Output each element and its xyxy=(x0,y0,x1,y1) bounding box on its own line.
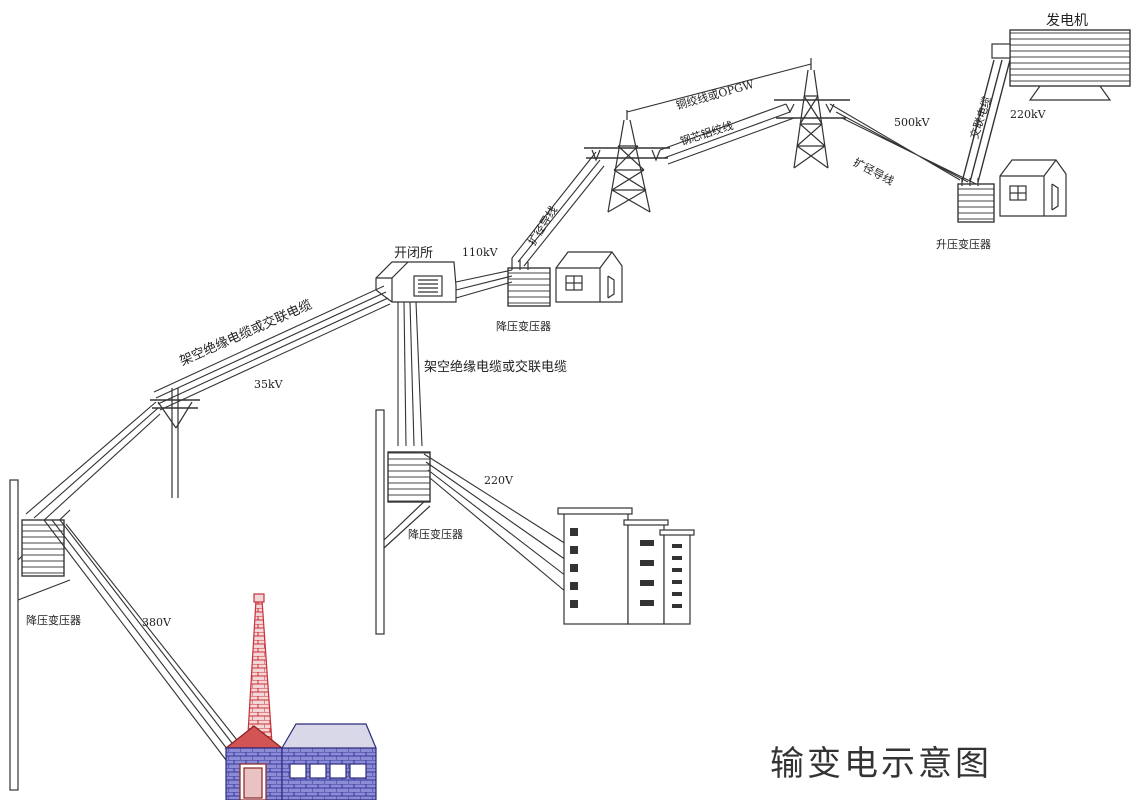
step-up-transformer xyxy=(957,178,995,223)
aerial-cable-left xyxy=(153,285,391,411)
step-down-transformer-left xyxy=(21,519,65,577)
lines-right xyxy=(829,103,977,185)
lines-110kv xyxy=(455,269,513,299)
label-step-down-transformer-center: 降压变压器 xyxy=(408,528,463,541)
switching-station xyxy=(375,261,457,303)
label-35kv: 35kV xyxy=(254,378,283,391)
diagram-title: 输变电示意图 xyxy=(770,744,992,784)
lines-220v xyxy=(423,453,567,593)
lines-380v xyxy=(43,519,249,761)
aerial-cable-mid xyxy=(397,301,423,447)
lines-35kv xyxy=(25,401,161,523)
step-down-transformer-mid xyxy=(507,258,551,307)
acsr-wire xyxy=(659,103,795,165)
label-switching-station: 开闭所 xyxy=(394,246,434,261)
factory xyxy=(224,593,377,800)
label-380v: 380V xyxy=(142,616,171,629)
label-aerial-cable-mid: 架空绝缘电缆或交联电缆 xyxy=(424,360,568,375)
label-220kv: 220kV xyxy=(1010,108,1046,121)
label-generator: 发电机 xyxy=(1046,13,1088,29)
label-500kv: 500kV xyxy=(894,116,930,129)
label-step-down-transformer-left: 降压变压器 xyxy=(26,614,81,627)
label-110kv: 110kV xyxy=(462,246,498,259)
pole-center xyxy=(375,409,431,635)
generator-cable xyxy=(961,59,1011,183)
pole-middle xyxy=(150,388,200,498)
step-down-transformer-center xyxy=(387,451,431,503)
tower-right xyxy=(774,58,850,169)
tower-left xyxy=(584,110,670,213)
house-mid xyxy=(555,251,623,303)
apartment-building xyxy=(557,507,695,625)
label-step-up-transformer: 升压变压器 xyxy=(936,238,991,251)
house-stepup xyxy=(999,159,1067,217)
generator xyxy=(991,29,1131,101)
label-220v: 220V xyxy=(484,474,513,487)
lines-left xyxy=(511,151,605,267)
label-step-down-transformer-mid: 降压变压器 xyxy=(496,320,551,333)
opgw-wire xyxy=(626,63,812,113)
